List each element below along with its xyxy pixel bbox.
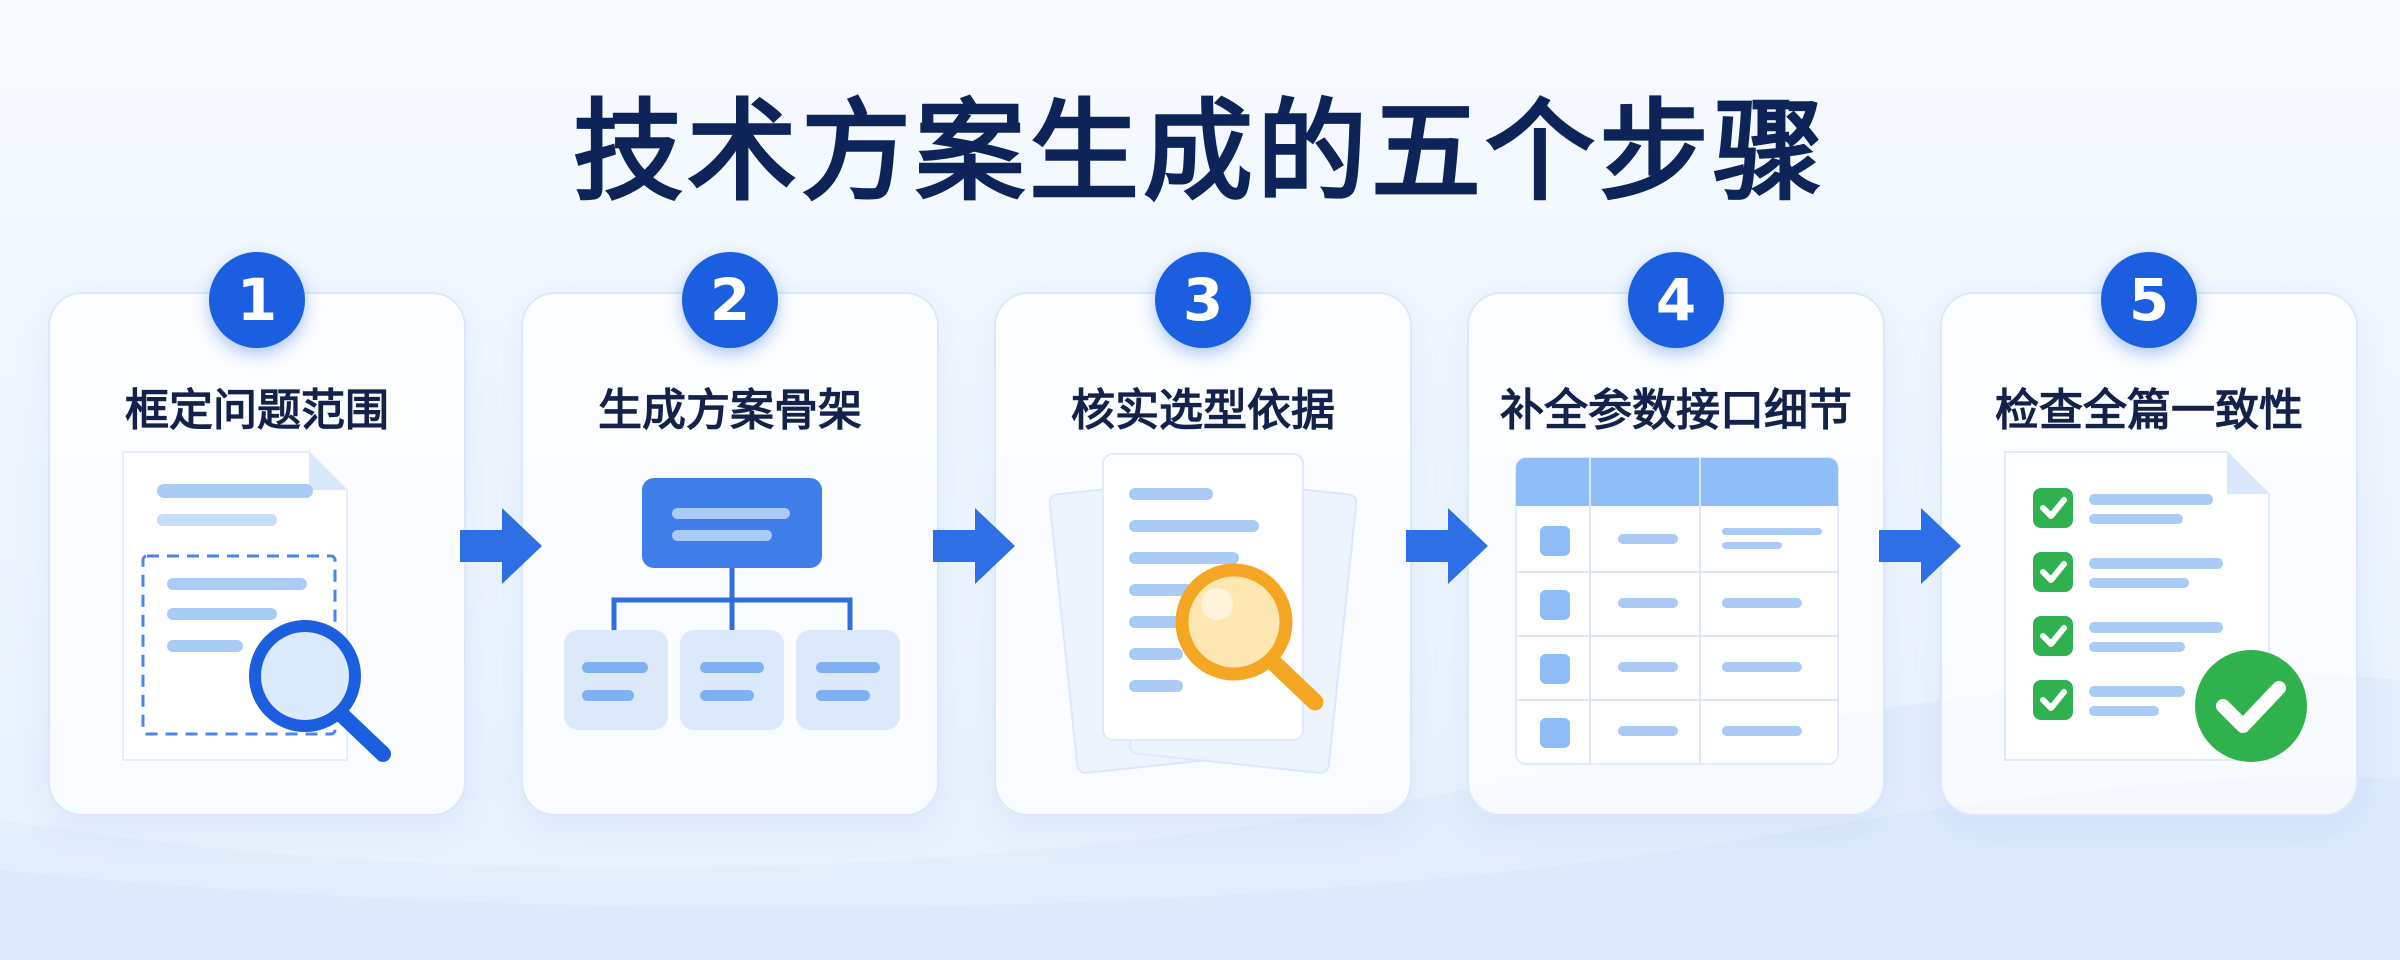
step-number-badge: 4 bbox=[1628, 252, 1724, 348]
step-card-4: 4 补全参数接口细节 bbox=[1467, 252, 1885, 816]
step-label: 框定问题范围 bbox=[125, 385, 389, 436]
arrow-right-icon bbox=[933, 508, 1015, 584]
step-card-3: 3 核实选型依据 bbox=[994, 252, 1412, 816]
hierarchy-tree-icon bbox=[564, 478, 900, 730]
step-label: 生成方案骨架 bbox=[598, 385, 862, 436]
document-magnifier-icon bbox=[122, 451, 391, 762]
documents-magnifier-icon bbox=[1048, 453, 1358, 774]
step-card-1: 1 框定问题范围 bbox=[48, 252, 466, 816]
table-icon bbox=[1515, 457, 1839, 765]
step-label: 检查全篇一致性 bbox=[1995, 385, 2303, 436]
checklist-icon bbox=[2004, 451, 2307, 762]
arrow-right-icon bbox=[460, 508, 542, 584]
step-card-5: 5 检查全篇一致性 bbox=[1940, 252, 2358, 816]
step-label: 核实选型依据 bbox=[1071, 385, 1335, 436]
step-number-badge: 3 bbox=[1155, 252, 1251, 348]
arrow-right-icon bbox=[1879, 508, 1961, 584]
step-number-badge: 5 bbox=[2101, 252, 2197, 348]
page-title: 技术方案生成的五个步骤 bbox=[573, 88, 1827, 216]
step-number-badge: 2 bbox=[682, 252, 778, 348]
step-card-2: 2 生成方案骨架 bbox=[521, 252, 939, 816]
step-number-badge: 1 bbox=[209, 252, 305, 348]
step-label: 补全参数接口细节 bbox=[1500, 385, 1852, 436]
arrow-right-icon bbox=[1406, 508, 1488, 584]
